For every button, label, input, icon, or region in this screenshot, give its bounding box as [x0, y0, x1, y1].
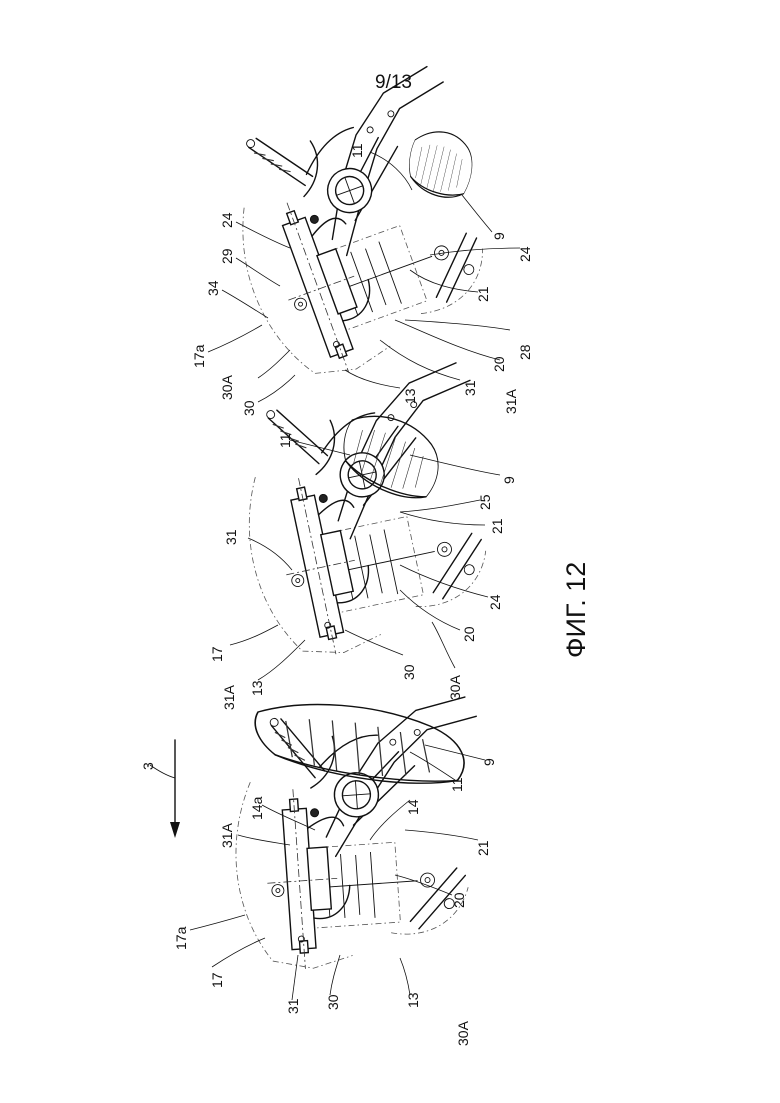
callout-mid-24: 24	[487, 594, 503, 610]
callout-top-31: 31	[462, 380, 478, 396]
callout-bot-31A: 31A	[219, 822, 235, 848]
callout-mid-25: 25	[477, 494, 493, 510]
callout-top-17a: 17a	[191, 344, 207, 368]
callout-top-30: 30	[241, 400, 257, 416]
page-number: 9/13	[375, 72, 412, 93]
callout-top-30A: 30A	[219, 374, 235, 400]
callout-bot-30A: 30A	[455, 1020, 471, 1046]
callout-top-11: 11	[349, 143, 365, 158]
callout-top-9: 9	[491, 232, 507, 240]
callout-mid-31: 31	[223, 529, 239, 545]
callout-mid-31A: 31A	[221, 684, 237, 710]
callout-mid-30: 30	[401, 664, 417, 680]
callout-top-24b: 24	[517, 246, 533, 262]
callout-bot-14a: 14a	[249, 796, 265, 820]
callout-bot-11: 11	[449, 777, 465, 792]
assembly-bottom	[226, 696, 493, 973]
callout-bot-3: 3	[140, 762, 156, 770]
callout-top-31A: 31A	[503, 388, 519, 414]
callout-top-24a: 24	[219, 212, 235, 228]
callout-bot-17: 17	[209, 972, 225, 988]
callout-bot-31: 31	[285, 998, 301, 1014]
callout-bot-14: 14	[405, 799, 421, 815]
blade-top	[400, 124, 481, 204]
callout-top-28: 28	[517, 344, 533, 360]
callout-mid-17: 17	[209, 646, 225, 662]
callout-mid-13: 13	[249, 680, 265, 696]
blade-bottom	[249, 693, 469, 792]
callout-top-34: 34	[205, 280, 221, 296]
assembly-top	[202, 63, 526, 393]
callout-mid-9: 9	[501, 476, 517, 484]
callout-bot-9: 9	[481, 758, 497, 766]
callout-top-20: 20	[491, 356, 507, 372]
callout-top-29: 29	[219, 248, 235, 264]
direction-arrow	[150, 740, 180, 838]
callout-bot-21: 21	[475, 840, 491, 856]
callout-mid-30A: 30A	[447, 674, 463, 700]
figure-label: ФИГ. 12	[561, 562, 591, 658]
callout-bot-17a: 17a	[173, 926, 189, 950]
callout-top-21: 21	[475, 286, 491, 302]
assembly-middle	[222, 361, 520, 667]
callout-mid-11: 11	[277, 433, 293, 448]
callout-bot-13: 13	[405, 992, 421, 1008]
callout-mid-21: 21	[489, 518, 505, 534]
callout-bot-30: 30	[325, 994, 341, 1010]
callout-bot-20: 20	[451, 892, 467, 908]
callout-mid-20: 20	[461, 626, 477, 642]
callout-top-13: 13	[402, 388, 418, 404]
